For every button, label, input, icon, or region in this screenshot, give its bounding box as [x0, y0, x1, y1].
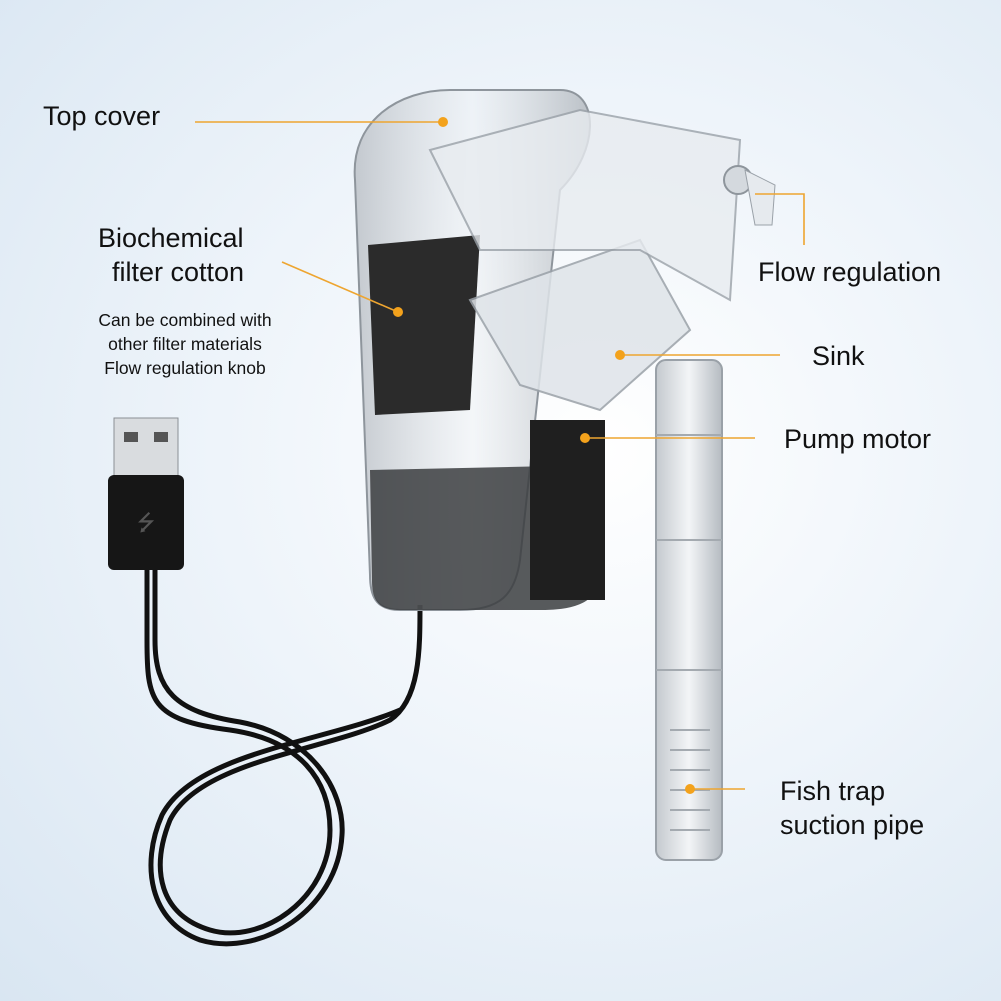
label-fish-trap-2: suction pipe	[780, 810, 925, 840]
leader-lines	[195, 117, 805, 794]
note-line-3: Flow regulation knob	[104, 358, 266, 378]
note-line-2: other filter materials	[108, 334, 262, 354]
label-flow-regulation: Flow regulation	[758, 257, 942, 287]
marker-top-cover	[438, 117, 448, 127]
label-biochemical-2: filter cotton	[112, 257, 245, 287]
marker-sink	[615, 350, 625, 360]
filter-body	[353, 89, 776, 611]
label-biochemical-1: Biochemical	[98, 223, 244, 253]
suction-pipe	[655, 359, 723, 861]
marker-suction-pipe	[685, 784, 695, 794]
usb-cable	[144, 570, 423, 947]
label-sink: Sink	[812, 341, 865, 371]
marker-pump-motor	[580, 433, 590, 443]
label-pump-motor: Pump motor	[784, 424, 932, 454]
note-line-1: Can be combined with	[98, 310, 272, 330]
label-top-cover: Top cover	[43, 101, 161, 131]
usb-icon: ⭍	[137, 510, 155, 535]
label-fish-trap-1: Fish trap	[780, 776, 886, 806]
usb-plug: ⭍	[108, 417, 184, 570]
marker-filter-cotton	[393, 307, 403, 317]
